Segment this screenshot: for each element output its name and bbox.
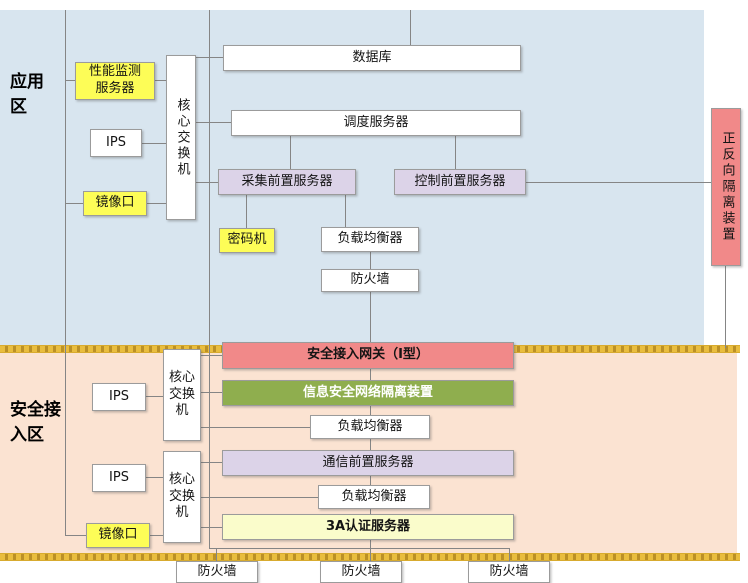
switch-collect-line [196,182,218,183]
firewall-top-node: 防火墙 [321,269,419,292]
core-trunk-line [209,10,210,548]
dispatch-control-line [455,136,456,169]
control-isolation-line [526,182,711,183]
application-zone-label: 应用区 [10,72,44,117]
dispatch-collect-line [290,136,291,169]
secure-access-zone-label: 安全接入区 [10,400,61,445]
trunk-perf-line [65,80,75,81]
trunk-mirror-line [65,203,83,204]
secure-access-gateway-node: 安全接入网关（I型） [222,342,514,369]
load-balancer-mid-node: 负载均衡器 [310,415,430,439]
collect-lb-line [345,195,346,227]
mirror-switch-line [147,203,166,204]
comm-lb-line [370,476,371,485]
core-switch-bottom1-node: 核心 交换 机 [163,349,201,441]
switch2-lb-line [201,497,318,498]
bus-firewall1-line [216,548,217,561]
ips2-switch2-line [146,477,163,478]
control-front-server-node: 控制前置服务器 [394,169,526,195]
firewall-gateway-line [370,292,371,342]
switch-dispatch-line [196,122,231,123]
aaa-auth-server-node: 3A认证服务器 [222,514,514,540]
firewall-bottom3-node: 防火墙 [468,561,550,583]
bus-firewall3-line [509,548,510,561]
lb-aaa-line [370,509,371,514]
switch2-aaa-line [201,527,222,528]
bottom-firewall-bus-line [209,548,510,549]
isolation-downlink-line [725,266,726,348]
trunk-mirror2-line [65,535,86,536]
ips-bottom2-node: IPS [92,464,146,492]
forward-reverse-isolation-node: 正反向隔离装置 [711,108,741,266]
switch1-lb-line [201,427,310,428]
perf-switch-line [155,80,166,81]
collect-cipher-line [246,195,247,228]
performance-monitor-server-node: 性能监测 服务器 [75,62,155,100]
ips-top-node: IPS [90,129,142,157]
ips-switch-line [142,143,166,144]
aaa-firewall-line [370,540,371,561]
load-balancer-top-node: 负载均衡器 [321,227,419,252]
isolation-lb-line [370,406,371,415]
info-security-isolation-node: 信息安全网络隔离装置 [222,380,514,406]
switch2-comm-line [201,462,222,463]
mirror2-switch2-line [150,535,163,536]
switch1-gateway-line [201,355,222,356]
switch1-isolation-line [201,392,222,393]
dispatch-server-node: 调度服务器 [231,110,521,136]
firewall-bottom2-node: 防火墙 [320,561,402,583]
collect-front-server-node: 采集前置服务器 [218,169,356,195]
lb-firewall-line [370,252,371,269]
core-switch-top-node: 核心交换机 [166,55,196,220]
ips-bottom1-node: IPS [92,383,146,411]
firewall-bottom1-node: 防火墙 [176,561,258,583]
comm-front-server-node: 通信前置服务器 [222,450,514,476]
ips1-switch1-line [146,396,163,397]
database-node: 数据库 [223,45,521,71]
mirror-trunk-line [65,10,66,536]
switch-database-line [196,57,223,58]
lb-comm-line [370,439,371,450]
cipher-machine-node: 密码机 [219,228,275,253]
database-uplink-line [410,10,411,45]
mirror-port-top-node: 镜像口 [83,191,147,216]
core-switch-bottom2-node: 核心 交换 机 [163,451,201,543]
load-balancer-bottom-node: 负载均衡器 [318,485,430,509]
mirror-port-bottom-node: 镜像口 [86,523,150,548]
gateway-isolation-line [370,369,371,380]
